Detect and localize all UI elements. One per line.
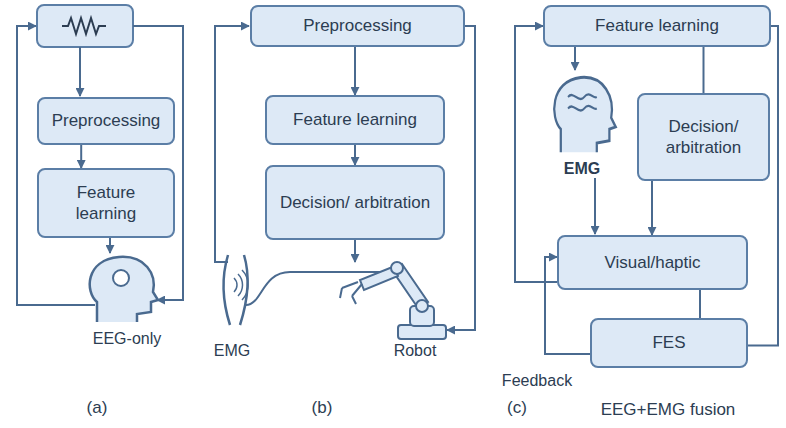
loop-line	[133, 26, 183, 300]
process-box: Preprocessing	[250, 5, 465, 47]
box-text: Decision/ arbitration	[649, 116, 758, 159]
caption-label: Robot	[394, 342, 437, 360]
flow-line	[79, 47, 81, 96]
caption-label: EMG	[214, 342, 250, 360]
caption-label: EEG+EMG fusion	[601, 400, 736, 420]
box-text: FES	[652, 332, 685, 353]
box-text: Preprocessing	[52, 110, 161, 131]
process-box: Feature learning	[543, 5, 771, 47]
caption-label: Feedback	[502, 372, 572, 390]
connector-arrow	[354, 145, 356, 165]
loop-line	[215, 26, 249, 262]
head-icon	[90, 257, 158, 322]
box-text: Feature learning	[293, 109, 417, 130]
caption-label: EMG	[564, 160, 600, 178]
connector-arrow	[651, 181, 653, 235]
process-box: Decision/ arbitration	[265, 165, 445, 240]
flow-line	[574, 47, 576, 70]
box-text: Feature learning	[49, 182, 163, 225]
process-box: Decision/ arbitration	[637, 93, 770, 181]
connector-arrow	[748, 26, 778, 346]
connector-arrow	[80, 145, 82, 168]
head-icon	[554, 77, 615, 152]
loop-line	[17, 26, 95, 305]
box-text: Feature learning	[595, 15, 719, 36]
flow-line	[594, 178, 596, 234]
flow-line	[354, 240, 356, 262]
connector-arrow	[703, 47, 705, 93]
box-text: Decision/ arbitration	[280, 192, 430, 213]
caption-label: (c)	[507, 398, 527, 418]
process-box: FES	[590, 318, 748, 368]
resistor-symbol	[62, 18, 106, 34]
robot-arm-icon	[340, 262, 446, 339]
loop-line	[447, 26, 475, 330]
flow-line	[109, 238, 111, 253]
caption-label: (a)	[87, 398, 108, 418]
caption-label: (b)	[312, 398, 333, 418]
process-box: Preprocessing	[37, 97, 175, 145]
process-box: Visual/haptic	[557, 235, 748, 290]
emg-arm-icon	[224, 255, 248, 325]
process-box: Feature learning	[265, 95, 445, 145]
process-box: Feature learning	[37, 168, 175, 238]
connector-arrow	[354, 47, 356, 95]
sensor-box	[37, 5, 133, 47]
box-text: Preprocessing	[303, 15, 412, 36]
box-text: Visual/haptic	[604, 252, 700, 273]
connector-arrow	[515, 26, 557, 282]
caption-label: EEG-only	[93, 330, 161, 348]
connector-arrow	[699, 290, 701, 318]
